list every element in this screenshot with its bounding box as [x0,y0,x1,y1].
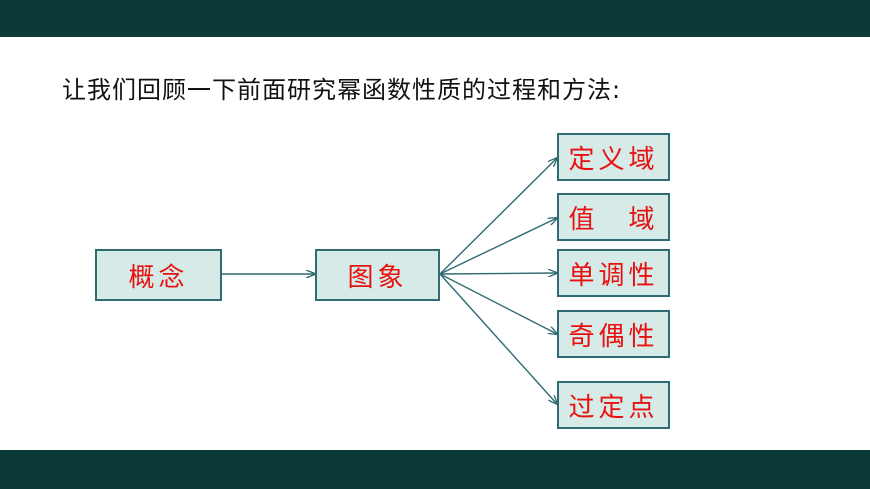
arrow-graph-to-domain [439,158,557,275]
node-range: 值 域 [557,193,670,241]
node-fixed-point: 过定点 [557,381,670,429]
arrow-graph-to-fixed-point [439,273,557,404]
intro-text: 让我们回顾一下前面研究幂函数性质的过程和方法: [62,76,622,104]
bottom-banner [0,450,870,489]
node-concept: 概念 [95,249,222,301]
top-banner [0,0,870,37]
arrow-graph-to-range [439,218,557,275]
arrow-graph-to-monotonic [439,273,557,274]
arrow-graph-to-parity [439,273,557,334]
node-domain: 定义域 [557,133,670,181]
node-graph: 图象 [315,249,440,301]
node-monotonic: 单调性 [557,249,670,297]
node-parity: 奇偶性 [557,310,670,358]
